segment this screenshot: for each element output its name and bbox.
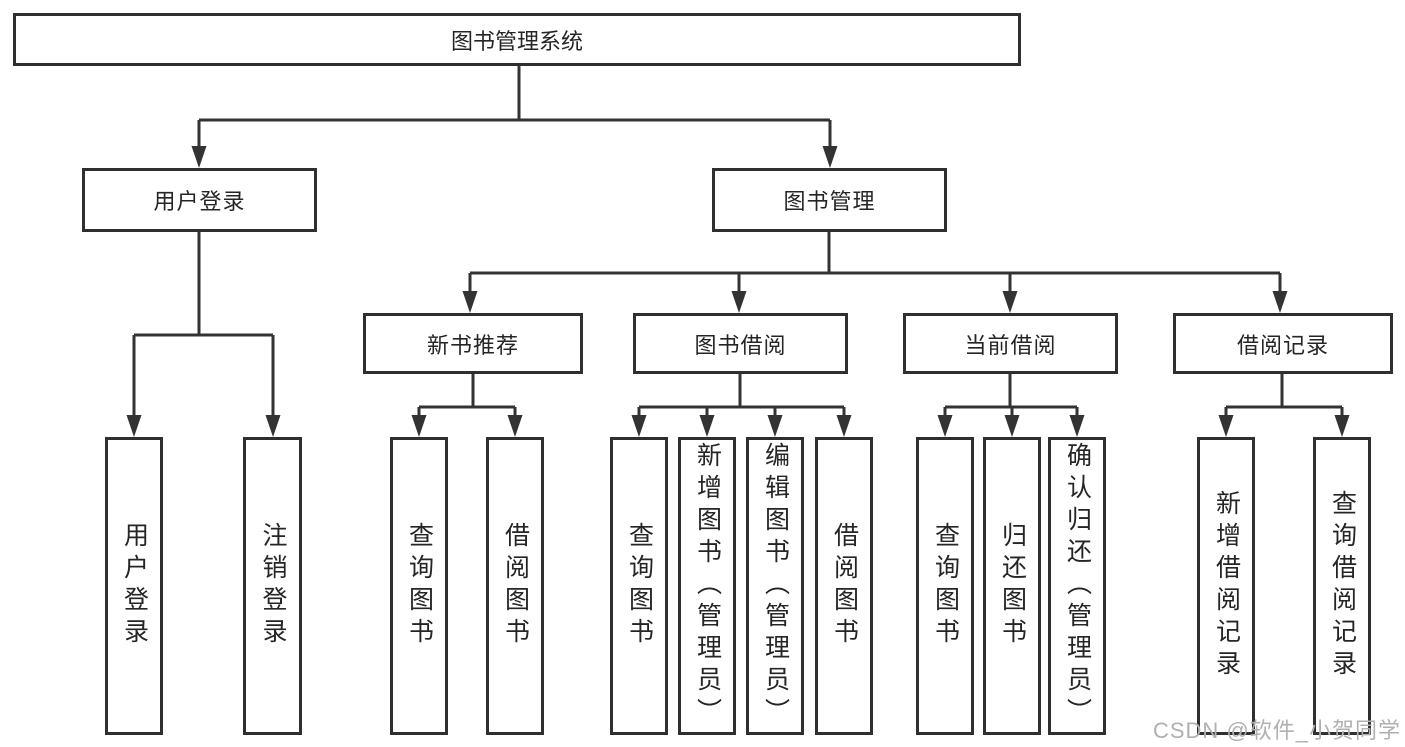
leaf-query-borrow-record-label: 查询借阅记录 (1328, 490, 1357, 682)
node-book-borrowing-label: 图书借阅 (694, 332, 787, 358)
leaf-query-borrow-record: 查询借阅记录 (1313, 437, 1371, 735)
leaf-return-book: 归还图书 (983, 437, 1041, 735)
node-root: 图书管理系统 (13, 13, 1021, 66)
node-current-borrowing-label: 当前借阅 (964, 332, 1057, 358)
leaf-query-books-current-label: 查询图书 (931, 522, 960, 650)
leaf-add-borrow-record: 新增借阅记录 (1197, 437, 1255, 735)
leaf-return-book-label: 归还图书 (998, 522, 1027, 650)
leaf-add-book-admin-label: 新增图书（管理员） (693, 442, 722, 730)
node-root-label: 图书管理系统 (450, 28, 583, 54)
leaf-borrow-books-borrowing-label: 借阅图书 (830, 522, 859, 650)
leaf-logout-login-label: 注销登录 (259, 522, 287, 650)
leaf-user-login: 用户登录 (105, 437, 163, 735)
node-current-borrowing: 当前借阅 (903, 313, 1118, 374)
leaf-query-books-borrowing-label: 查询图书 (625, 522, 654, 650)
node-borrow-records-label: 借阅记录 (1236, 332, 1329, 358)
arrowheads (126, 146, 1350, 437)
leaf-query-books-borrowing: 查询图书 (610, 437, 668, 735)
node-book-management: 图书管理 (712, 168, 947, 232)
node-borrow-records: 借阅记录 (1173, 313, 1393, 374)
leaf-add-book-admin: 新增图书（管理员） (678, 437, 736, 735)
node-user-login-label: 用户登录 (153, 189, 246, 214)
leaf-query-books-recommend-label: 查询图书 (405, 522, 434, 650)
leaf-query-books-current: 查询图书 (916, 437, 974, 735)
leaf-user-login-label: 用户登录 (120, 522, 149, 650)
node-book-borrowing: 图书借阅 (633, 313, 848, 374)
node-new-book-recommend-label: 新书推荐 (426, 332, 519, 358)
leaf-borrow-books-borrowing: 借阅图书 (815, 437, 873, 735)
leaf-query-books-recommend: 查询图书 (390, 437, 448, 735)
leaf-add-borrow-record-label: 新增借阅记录 (1212, 490, 1241, 682)
csdn-watermark: CSDN @软件_小贺同学 (1152, 718, 1401, 743)
leaf-confirm-return-admin: 确认归还（管理员） (1048, 437, 1106, 735)
leaf-confirm-return-admin-label: 确认归还（管理员） (1063, 442, 1092, 730)
node-user-login: 用户登录 (82, 168, 317, 232)
leaf-logout-login: 注销登录 (243, 437, 302, 735)
leaf-borrow-books-recommend-label: 借阅图书 (501, 522, 530, 650)
leaf-edit-book-admin: 编辑图书（管理员） (746, 437, 804, 735)
node-book-management-label: 图书管理 (783, 189, 876, 214)
node-new-book-recommend: 新书推荐 (363, 313, 583, 374)
leaf-borrow-books-recommend: 借阅图书 (486, 437, 544, 735)
leaf-edit-book-admin-label: 编辑图书（管理员） (761, 442, 790, 730)
